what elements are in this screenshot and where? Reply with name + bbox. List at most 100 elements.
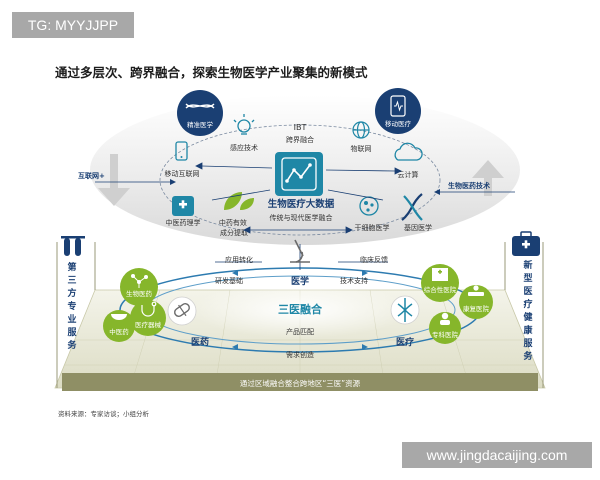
left-group-item: 生物医药 [126,289,153,298]
helix-icon [401,193,423,221]
ring-arrows [232,270,368,350]
right-group-item: 康复医院 [463,304,490,313]
right-group-item: 专科医院 [432,330,459,339]
rehab-icon [468,285,484,296]
pillar-char: 业 [67,313,76,325]
node-tcm-pharm: 中医药理学 [166,196,201,227]
cloud-icon [394,142,423,161]
svg-text:生物医疗大数据: 生物医疗大数据 [268,198,335,210]
tcm-extract-line1: 中药有效 [219,218,247,227]
node-mobile-internet: 移动互联网 [165,141,200,178]
test-tube-icon [64,238,70,256]
svg-text:医药: 医药 [191,336,209,348]
svg-text:干细胞医学: 干细胞医学 [355,223,390,232]
globe-icon [352,121,370,139]
ring-rd-base: 研发基础 [215,276,243,285]
right-pillar [504,231,544,388]
right-pillar-text: 新型医疗健康服务 [523,259,533,362]
base-bar [62,373,538,391]
svg-text:精准医学: 精准医学 [187,120,214,129]
svg-text:移动互联网: 移动互联网 [165,169,200,178]
node-stem-cell: 干细胞医学 [355,196,390,232]
left-green-group: 生物医药 中医药 医疗器械 [103,268,166,342]
dna-icon [185,103,215,109]
node-iot: 物联网 [351,121,372,153]
node-precision: 精准医学 [177,90,223,136]
pillar-char: 新 [523,259,532,271]
watermark-bottom-right: www.jingdacaijing.com [402,442,592,468]
source-note: 资料来源：专家访谈；小组分析 [58,410,149,418]
ring-glow [190,282,410,338]
pillar-char: 务 [523,350,533,362]
svg-text:物联网: 物联网 [351,144,372,153]
pillar-char: 第 [67,261,76,273]
pillar-char: 医 [523,286,532,297]
smartphone-icon [175,141,188,161]
hospital-icon [432,268,448,281]
node-gene: 基因医学 [401,193,432,232]
svg-text:云计算: 云计算 [398,170,419,179]
tcm-extract-line2: 成分提取 [220,228,248,237]
caduceus-icon [397,298,413,322]
stethoscope-icon [141,301,157,317]
cell-icon [359,196,379,216]
node-med-science: 医学 [290,239,310,287]
center-bigdata: 生物医疗大数据 传统与现代医学融合 [268,152,335,222]
molecule-icon [131,274,148,288]
ibt-sublabel: 跨界融合 [286,135,314,144]
left-group-item: 医疗器械 [135,320,162,329]
ibt-label: IBT [294,123,307,132]
right-group-item: 综合性医院 [424,285,457,294]
node-tcm-extract: 中药有效 成分提取 [219,192,254,237]
left-group-item: 中医药 [109,327,129,336]
pillar-char: 专 [67,300,76,312]
left-pillar [56,236,96,388]
node-cloud: 云计算 [394,142,423,179]
lightbulb-icon [233,114,255,135]
phone-heart-icon [390,95,406,117]
pillar-char: 三 [67,275,76,286]
pillar-char: 型 [523,272,532,284]
pillar-char: 疗 [523,298,532,310]
pillar-char: 服 [67,327,77,338]
pillar-char: 康 [523,324,533,336]
ring-tech-support: 技术支持 [340,276,368,285]
svg-text:中医药理学: 中医药理学 [166,218,201,227]
left-pillar-text: 第三方专业服务 [67,261,77,351]
right-green-group: 综合性医院 康复医院 专科医院 [421,264,493,344]
pillar-char: 健 [523,311,532,323]
ring-product-match: 产品匹配 [286,327,314,336]
pillar-char: 方 [67,287,76,299]
svg-text:移动医疗: 移动医疗 [385,119,412,128]
pill-icon [174,303,190,317]
node-med-care: 医疗 [390,295,420,348]
node-mobile-medical: 移动医疗 [375,88,421,134]
medkit-icon [179,200,187,209]
ring-clinical-feedback: 临床反馈 [360,255,388,264]
cloud-connectors [195,162,402,234]
svg-text:医学: 医学 [291,275,309,287]
watermark-top-left: TG: MYYJJPP [12,12,134,38]
trend-icon [286,164,311,182]
svg-text:感应技术: 感应技术 [230,143,258,152]
right-arrow-label: 生物医药技术 [448,181,490,190]
pillar-char: 务 [67,339,77,351]
tech-loop [159,124,441,236]
right-arrow-biotech: 生物医药技术 [434,160,515,196]
ring-apply: 应用转化 [225,255,253,264]
base-text: 通过区域融合整合跨地区“三医”资源 [240,378,361,388]
ring-demand-create: 需求创造 [286,350,314,359]
svg-text:传统与现代医学融合: 传统与现代医学融合 [270,213,333,222]
svg-text:中药有效 成分提取: 中药有效 成分提取 [219,218,249,237]
microscope-icon [290,239,310,263]
svg-text:基因医学: 基因医学 [404,223,432,232]
node-sensor: 感应技术 [230,114,258,152]
mortar-icon [111,314,127,320]
svg-text:医疗: 医疗 [396,336,414,348]
headline: 通过多层次、跨界融合，探索生物医学产业聚集的新模式 [55,65,368,80]
left-arrow-internet: 互联网+ [78,154,176,206]
left-arrow-label: 互联网+ [78,171,105,180]
ring-center: 三医融合 [278,302,323,316]
leaf-icon [224,192,254,210]
